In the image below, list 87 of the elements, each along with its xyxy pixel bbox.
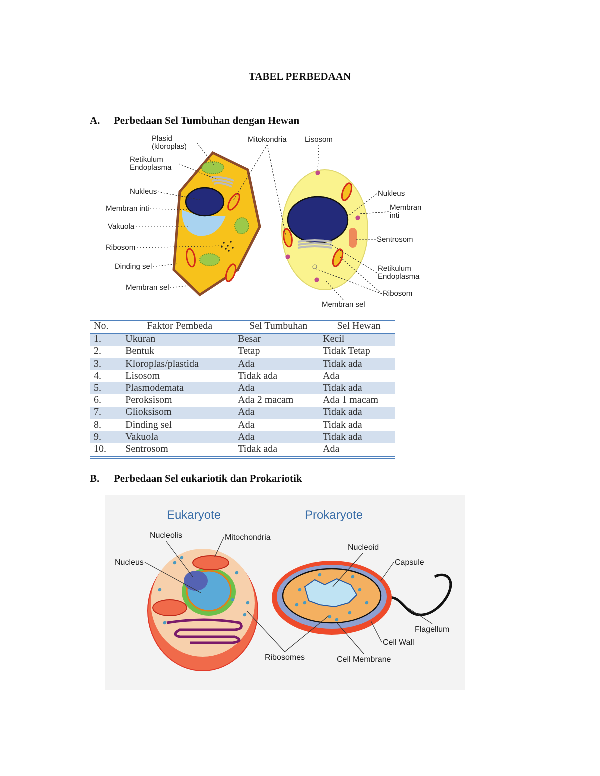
row-number: 3.	[94, 358, 102, 370]
factor-name: Lisosom	[126, 370, 160, 382]
animal-cell-value: Tidak Tetap	[322, 346, 370, 358]
row-number: 7.	[94, 407, 102, 418]
plant-cell-value: Tetap	[238, 346, 260, 358]
leader-line	[144, 562, 202, 594]
leader-line	[158, 192, 200, 200]
factor-name: Sentrosom	[126, 444, 168, 455]
factor-name: Dinding sel	[126, 420, 172, 431]
leader-line	[170, 286, 188, 288]
page-title: TABEL PERBEDAAN	[248, 72, 352, 83]
leader-line	[336, 622, 364, 654]
leader-line	[332, 552, 364, 588]
section-heading: Perbedaan Sel Tumbuhan dengan Hewan	[114, 116, 300, 127]
callout-label: Nucleolis	[150, 531, 182, 540]
callout-label: Flagellum	[415, 625, 450, 634]
leader-line	[408, 608, 433, 624]
callout-label: Nucleoid	[348, 543, 380, 552]
leader-line	[284, 616, 330, 652]
column-header: Sel Hewan	[337, 321, 381, 332]
leader-line	[380, 562, 394, 582]
factor-name: Peroksisom	[126, 395, 172, 406]
animal-cell-value: Ada 1 macam	[322, 395, 379, 406]
leader-line	[246, 610, 286, 652]
animal-cell-value: Tidak ada	[322, 383, 362, 394]
leader-line	[316, 268, 382, 294]
row-number: 6.	[94, 395, 102, 406]
factor-name: Glioksisom	[126, 407, 172, 418]
factor-name: Kloroplas/plastida	[126, 358, 199, 370]
column-header: Sel Tumbuhan	[250, 321, 308, 332]
animal-cell-value: Ada	[322, 370, 340, 382]
plant-cell-value: Ada	[238, 358, 255, 370]
plant-cell-value: Tidak ada	[238, 370, 278, 382]
row-number: 10.	[94, 444, 106, 455]
column-header: No.	[94, 321, 109, 332]
row-number: 1.	[94, 334, 102, 346]
leader-line	[330, 244, 378, 274]
callout-label: Ribosomes	[265, 653, 306, 662]
leader-line	[136, 246, 224, 248]
leader-line	[178, 164, 218, 180]
row-number: 4.	[94, 370, 102, 382]
leader-line	[166, 540, 194, 578]
leader-line	[340, 256, 382, 294]
leader-line	[267, 144, 286, 236]
callout-label: Capsule	[395, 558, 424, 567]
animal-cell-value: Kecil	[322, 334, 345, 346]
section-letter: B.	[90, 474, 100, 485]
row-number: 5.	[94, 383, 102, 394]
row-number: 9.	[94, 432, 102, 443]
plant-cell-value: Ada 2 macam	[238, 395, 294, 406]
animal-cell-value: Tidak ada	[322, 358, 362, 370]
figure-heading: Prokaryote	[305, 509, 364, 522]
callout-label: Cell Membrane	[337, 655, 392, 664]
leader-line	[346, 194, 378, 218]
column-header: Faktor Pembeda	[147, 321, 213, 332]
plant-cell-value: Ada	[238, 407, 255, 418]
plant-cell-value: Tidak ada	[238, 444, 278, 455]
leader-line	[318, 144, 320, 172]
factor-name: Plasmodemata	[126, 383, 184, 394]
leader-line	[214, 537, 224, 558]
animal-cell-value: Tidak ada	[322, 432, 362, 443]
animal-cell-value: Ada	[322, 444, 340, 455]
plant-cell-value: Ada	[238, 383, 255, 394]
leader-line	[324, 280, 344, 300]
leader-line	[150, 208, 190, 210]
leader-line	[360, 212, 390, 214]
section-letter: A.	[90, 116, 100, 127]
leader-line	[234, 144, 268, 200]
figure-heading: Eukaryote	[167, 509, 222, 522]
callout-label: Nucleus	[115, 558, 144, 567]
callout-label: Cell Wall	[383, 638, 414, 647]
leader-line	[196, 142, 216, 166]
row-number: 2.	[94, 346, 102, 358]
row-number: 8.	[94, 420, 102, 431]
plant-cell-value: Ada	[238, 432, 255, 443]
leader-line	[152, 264, 178, 268]
section-heading: Perbedaan Sel eukariotik dan Prokariotik	[114, 474, 302, 485]
callout-label: Mitochondria	[225, 533, 271, 542]
leader-line	[136, 226, 188, 228]
plant-cell-value: Besar	[238, 334, 261, 346]
factor-name: Vakuola	[126, 432, 158, 443]
animal-cell-value: Tidak ada	[322, 407, 362, 418]
plant-cell-value: Ada	[238, 420, 255, 431]
leader-line	[370, 620, 382, 643]
factor-name: Bentuk	[126, 346, 155, 358]
factor-name: Ukuran	[126, 334, 156, 346]
animal-cell-value: Tidak ada	[322, 420, 362, 431]
